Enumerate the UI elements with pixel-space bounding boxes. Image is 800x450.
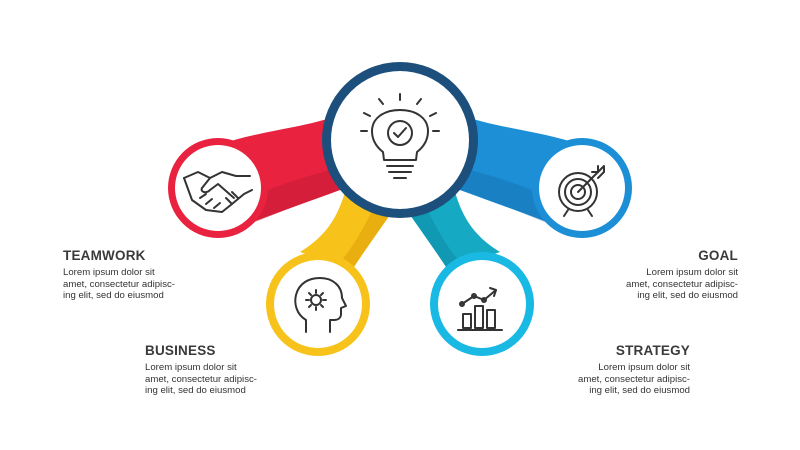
goal-line-1: Lorem ipsum dolor sit	[646, 267, 738, 278]
bar-chart-growth-icon	[457, 287, 503, 331]
lightbulb-check-icon	[360, 93, 440, 179]
connector-goal-shade	[460, 170, 555, 224]
label-teamwork: TEAMWORK Lorem ipsum dolor sit amet, con…	[63, 248, 175, 302]
teamwork-title: TEAMWORK	[63, 248, 146, 263]
goal-line-2: amet, consectetur adipisc-	[626, 278, 738, 290]
connector-business-shade	[340, 205, 392, 270]
teamwork-line-1: Lorem ipsum dolor sit	[63, 267, 155, 278]
node-strategy	[430, 252, 534, 356]
business-line-1: Lorem ipsum dolor sit	[145, 362, 237, 373]
strategy-line-3: ing elit, sed do eiusmod	[589, 385, 690, 396]
strategy-line-2: amet, consectetur adipisc-	[578, 373, 690, 385]
label-business: BUSINESS Lorem ipsum dolor sit amet, con…	[145, 343, 257, 397]
node-center	[322, 62, 478, 218]
label-goal: GOAL Lorem ipsum dolor sit amet, consect…	[626, 248, 738, 302]
business-title: BUSINESS	[145, 343, 216, 358]
head-gear-icon	[294, 277, 347, 333]
strategy-description: Lorem ipsum dolor sit amet, consectetur …	[578, 362, 690, 397]
teamwork-line-3: ing elit, sed do eiusmod	[63, 290, 164, 301]
strategy-line-1: Lorem ipsum dolor sit	[598, 362, 690, 373]
connector-strategy-shade	[408, 205, 460, 270]
target-arrow-icon	[558, 165, 605, 217]
goal-description: Lorem ipsum dolor sit amet, consectetur …	[626, 267, 738, 302]
goal-title: GOAL	[698, 248, 738, 263]
goal-line-3: ing elit, sed do eiusmod	[637, 290, 738, 301]
teamwork-line-2: amet, consectetur adipisc-	[63, 278, 175, 290]
node-teamwork	[168, 138, 268, 238]
strategy-title: STRATEGY	[615, 343, 690, 358]
business-line-2: amet, consectetur adipisc-	[145, 373, 257, 385]
business-description: Lorem ipsum dolor sit amet, consectetur …	[145, 362, 257, 397]
business-line-3: ing elit, sed do eiusmod	[145, 385, 246, 396]
label-strategy: STRATEGY Lorem ipsum dolor sit amet, con…	[578, 343, 690, 397]
handshake-icon	[183, 171, 253, 213]
connector-teamwork-shade	[245, 170, 340, 224]
teamwork-description: Lorem ipsum dolor sit amet, consectetur …	[63, 267, 175, 302]
